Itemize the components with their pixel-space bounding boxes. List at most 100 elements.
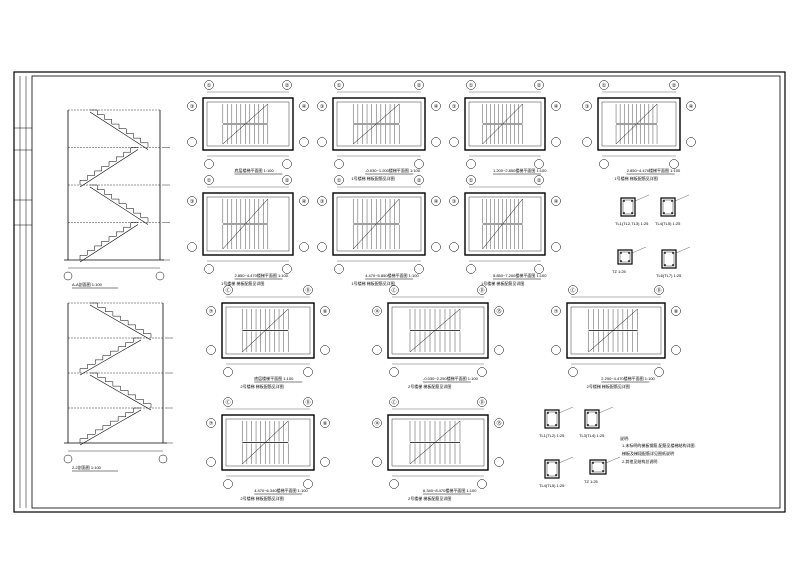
notes-heading: 说明: <box>620 435 629 441</box>
axis-bubble-label: ③ <box>452 199 457 205</box>
axis-bubble-label: ⑮ <box>496 308 501 315</box>
axis-bubble-label: ② <box>672 83 677 89</box>
axis-bubble <box>686 137 696 147</box>
axis-bubble <box>477 479 487 489</box>
plan-subcaption: 1号楼梯 梯板配筋见详图 <box>481 280 524 286</box>
section-detail-d6: TL3(TL4) 1:25 <box>579 406 614 438</box>
axis-bubble-label: Ⓓ <box>479 287 484 294</box>
axis-bubble <box>449 137 459 147</box>
axis-bubble <box>477 367 487 377</box>
axis-bubble-label: Ⓒ <box>225 287 230 294</box>
axis-bubble-label: ① <box>207 83 212 89</box>
axis-bubble <box>449 242 459 252</box>
axis-bubble-label: ④ <box>434 104 439 110</box>
axis-bubble <box>372 306 382 316</box>
detail-label: TZ 1:25 <box>584 479 599 484</box>
plan-caption: 5.850~7.200楼梯平面图 1:100 <box>493 272 547 278</box>
axis-bubble <box>671 306 681 316</box>
axis-bubble <box>372 457 382 467</box>
axis-bubble <box>372 418 382 428</box>
axis-bubble <box>654 367 664 377</box>
axis-bubble <box>204 175 214 185</box>
axis-bubble <box>466 175 476 185</box>
axis-bubble <box>187 101 197 111</box>
axis-bubble <box>389 367 399 377</box>
axis-bubble-label: ① <box>337 178 342 184</box>
axis-bubble <box>320 418 330 428</box>
axis-bubble <box>282 175 292 185</box>
axis-bubble <box>414 264 424 274</box>
detail-label: TL1(TL2,TL3) 1:25 <box>615 221 649 226</box>
axis-bubble <box>449 196 459 206</box>
plan-subcaption: 1号楼梯 梯板配筋见详图 <box>351 175 394 181</box>
axis-bubble-label: ① <box>337 83 342 89</box>
plan-caption: 2.850~4.470楼梯平面图 1:100 <box>627 167 681 173</box>
axis-bubble-label: ④ <box>434 199 439 205</box>
axis-bubble <box>466 264 476 274</box>
axis-bubble-label: ⑦ <box>554 309 559 315</box>
axis-bubble <box>299 242 309 252</box>
section-detail-d2: TL4(TL5) 1:25 <box>655 194 690 226</box>
axis-bubble-label: ④ <box>554 199 559 205</box>
axis-bubble <box>599 80 609 90</box>
section-detail-d4: TL6(TL7) 1:25 <box>656 246 691 278</box>
axis-bubble <box>477 397 487 407</box>
axis-bubble-label: ⑧ <box>323 421 328 427</box>
axis-bubble <box>431 242 441 252</box>
axis-bubble <box>299 137 309 147</box>
notes-line: 梯板及梯段配筋详见图纸说明 <box>622 450 674 456</box>
axis-bubble <box>568 285 578 295</box>
axis-bubble <box>582 101 592 111</box>
detail-label: TL4(TL5) 1:25 <box>539 483 565 488</box>
axis-bubble-label: ② <box>417 178 422 184</box>
axis-bubble <box>204 80 214 90</box>
axis-bubble <box>334 264 344 274</box>
plan-caption: -0.030~1.200楼梯平面图 1:100 <box>365 167 421 173</box>
outer-border <box>13 71 786 513</box>
plan-caption: 底层楼梯平面图 1:100 <box>254 375 294 381</box>
axis-bubble <box>204 264 214 274</box>
plan-subcaption: 2号楼梯 梯板配筋见详图 <box>408 383 451 389</box>
axis-bubble <box>282 159 292 169</box>
axis-bubble-label: ⑦ <box>209 309 214 315</box>
axis-bubble <box>155 271 165 281</box>
axis-bubble-label: ② <box>285 178 290 184</box>
axis-bubble <box>582 137 592 147</box>
axis-bubble-label: ② <box>537 83 542 89</box>
axis-bubble <box>317 101 327 111</box>
axis-bubble <box>551 306 561 316</box>
axis-bubble-label: ④ <box>689 104 694 110</box>
axis-bubble <box>320 345 330 355</box>
axis-bubble-label: Ⓓ <box>305 287 310 294</box>
plan-caption: 底层楼梯平面图 1:100 <box>235 167 275 173</box>
axis-bubble <box>334 175 344 185</box>
axis-bubble <box>669 80 679 90</box>
axis-bubble <box>317 137 327 147</box>
axis-bubble <box>187 242 197 252</box>
axis-bubble <box>494 345 504 355</box>
axis-bubble <box>204 159 214 169</box>
axis-bubble <box>334 80 344 90</box>
axis-bubble <box>299 101 309 111</box>
axis-bubble-label: ③ <box>190 199 195 205</box>
plan-subcaption: 2号楼梯 梯板配筋见详图 <box>240 383 283 389</box>
axis-bubble-label: ② <box>417 83 422 89</box>
axis-bubble-label: ③ <box>452 104 457 110</box>
axis-bubble-label: ③ <box>585 104 590 110</box>
axis-bubble <box>303 479 313 489</box>
axis-bubble <box>551 101 561 111</box>
axis-bubble-label: ⑧ <box>674 309 679 315</box>
general-notes: 说明:1.未标明的梯板钢筋,配筋见楼梯结构详图. 梯板及梯段配筋详见图纸说明2.… <box>620 435 696 464</box>
axis-bubble-label: Ⓓ <box>656 287 661 294</box>
axis-bubble-label: ③ <box>320 199 325 205</box>
detail-label: TL3(TL4) 1:25 <box>579 433 605 438</box>
axis-bubble <box>431 137 441 147</box>
plan-subcaption: 1号楼梯 梯板配筋见详图 <box>221 280 264 286</box>
axis-bubble <box>389 479 399 489</box>
axis-bubble-label: Ⓓ <box>479 399 484 406</box>
axis-bubble-label: ⑦ <box>209 421 214 427</box>
axis-bubble <box>669 159 679 169</box>
axis-bubble-label: ① <box>469 83 474 89</box>
